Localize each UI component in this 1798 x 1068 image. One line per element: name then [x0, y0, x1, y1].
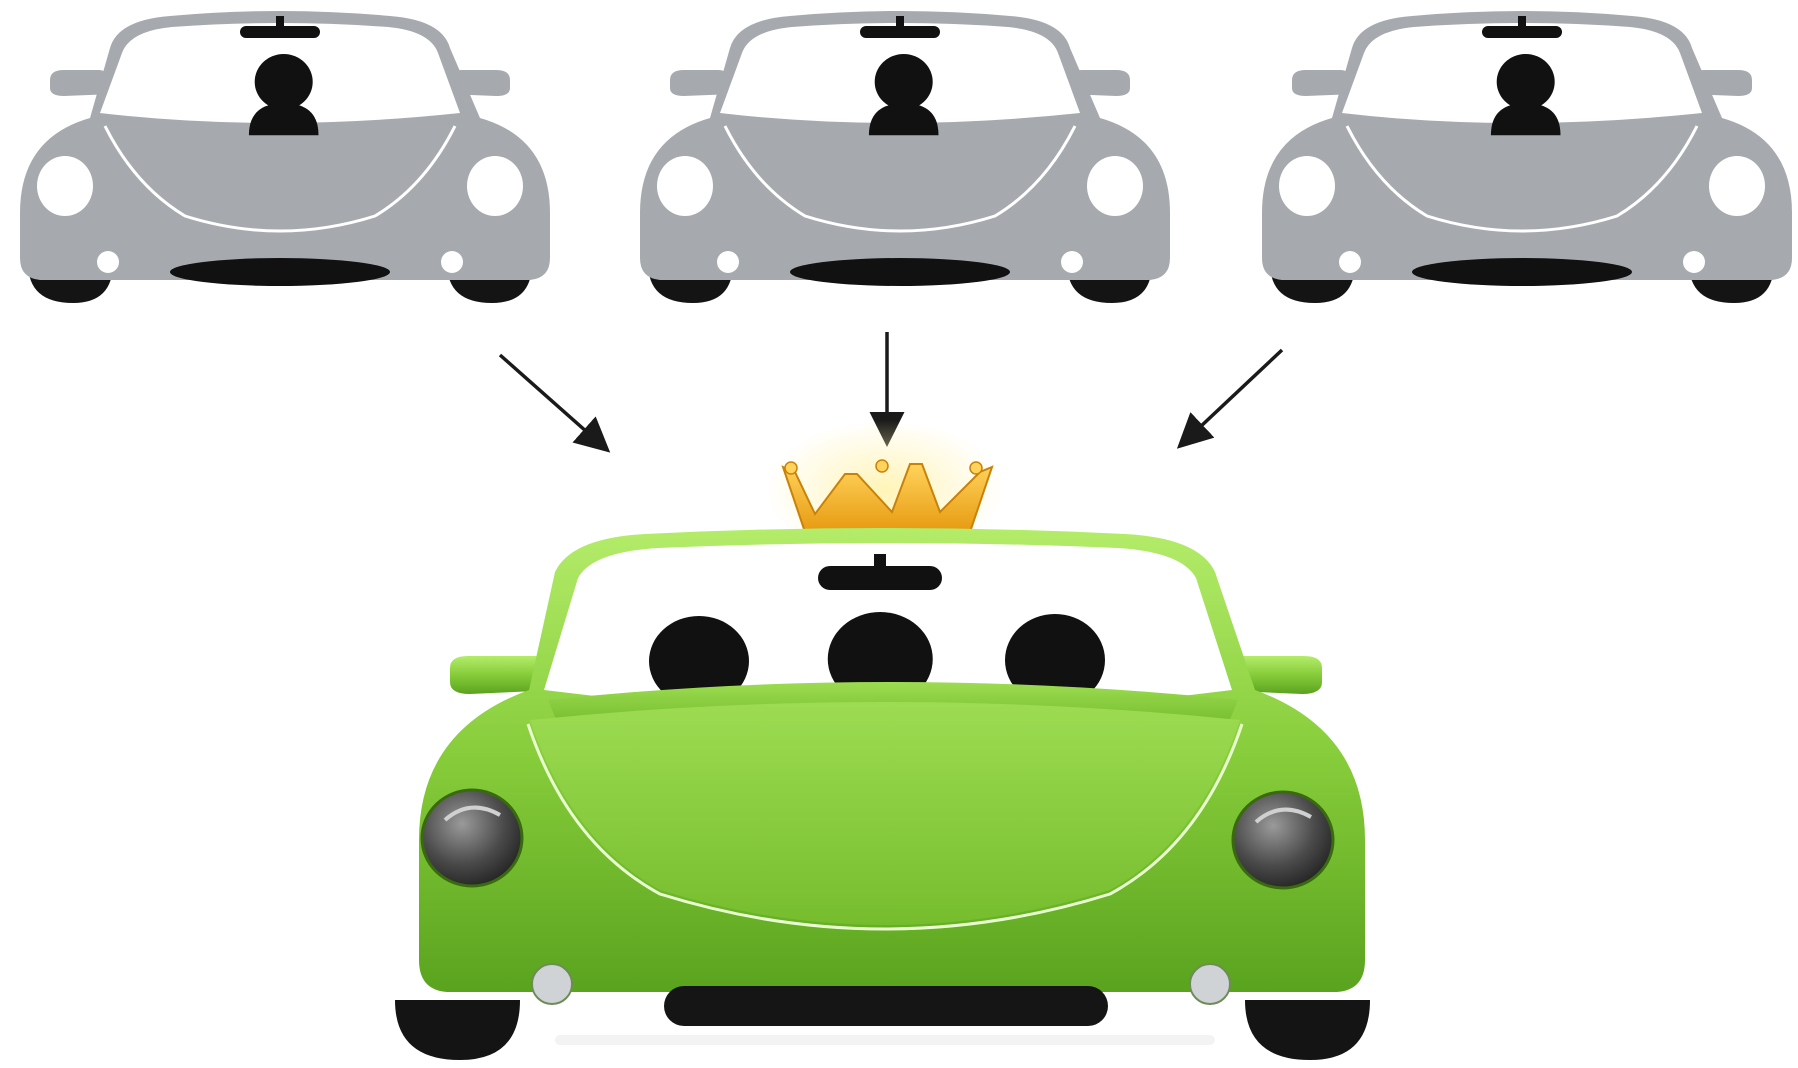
- solo-car-right: [1262, 11, 1792, 303]
- shared-car: [395, 528, 1370, 1060]
- arrow-left: [500, 355, 605, 448]
- solo-car-left: [20, 11, 550, 303]
- solo-car-center: [640, 11, 1170, 303]
- arrow-right: [1182, 350, 1282, 444]
